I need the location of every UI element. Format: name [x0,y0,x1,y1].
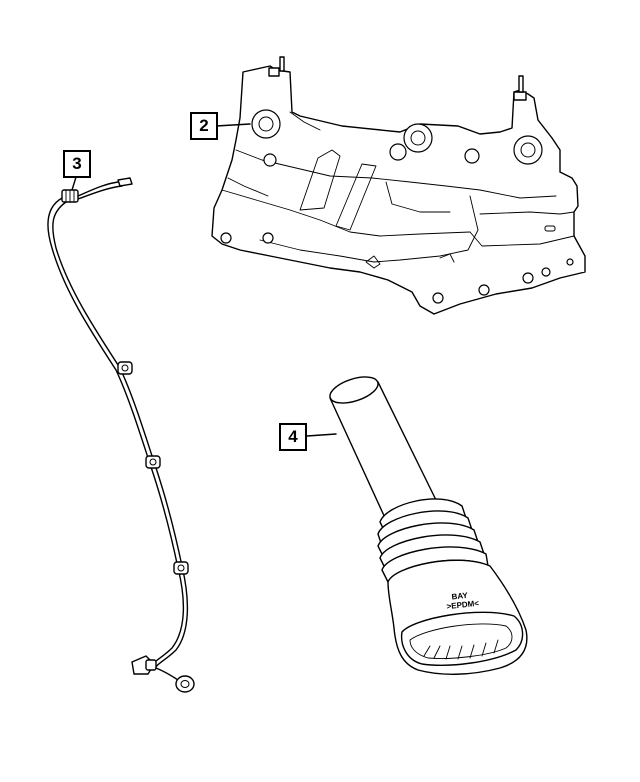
harness-connector [61,189,79,203]
wire-harness [47,173,195,693]
push-pin-fastener [131,655,157,675]
mounting-bracket [211,56,586,315]
callout-3: 3 [63,150,91,178]
wire-clip-2 [145,455,161,469]
callout-4: 4 [279,423,307,451]
stud-left [268,56,285,77]
air-duct [306,376,528,675]
callout-2: 2 [190,112,218,140]
stud-right [513,75,527,101]
wire-clip-1 [117,361,133,375]
wire-clip-3 [173,561,189,575]
